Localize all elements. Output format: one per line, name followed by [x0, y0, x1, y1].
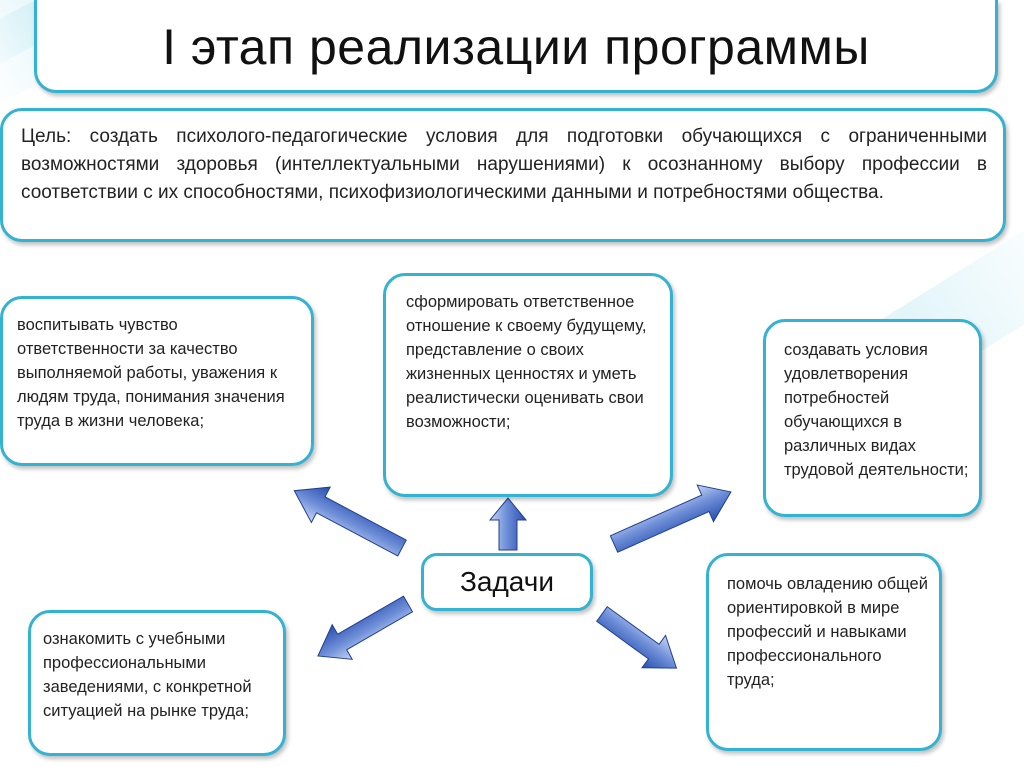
task-text: помочь овладению общей ориентировкой в м… [727, 575, 928, 689]
page-title: I этап реализации программы [162, 19, 870, 75]
task-box-4: ознакомить с учебными профессиональными … [28, 610, 286, 756]
title-box: I этап реализации программы [34, 0, 998, 93]
arrow-to-task-5 [596, 606, 678, 669]
goal-text: Цель: создать психолого-педагогические у… [21, 126, 987, 203]
task-text: ознакомить с учебными профессиональными … [43, 630, 252, 720]
center-label: Задачи [459, 566, 554, 597]
task-text: создавать условия удовлетворения потребн… [784, 341, 969, 479]
task-box-5: помочь овладению общей ориентировкой в м… [706, 553, 942, 751]
task-box-1: воспитывать чувство ответственности за к… [0, 296, 314, 466]
task-text: воспитывать чувство ответственности за к… [17, 316, 285, 430]
task-text: сформировать ответственное отношение к с… [406, 293, 647, 431]
task-box-2: сформировать ответственное отношение к с… [383, 273, 673, 497]
center-node: Задачи [421, 553, 593, 611]
arrow-to-task-2 [488, 497, 528, 551]
goal-box: Цель: создать психолого-педагогические у… [0, 108, 1006, 242]
task-box-3: создавать условия удовлетворения потребн… [763, 319, 982, 517]
arrow-to-task-4 [317, 595, 414, 660]
